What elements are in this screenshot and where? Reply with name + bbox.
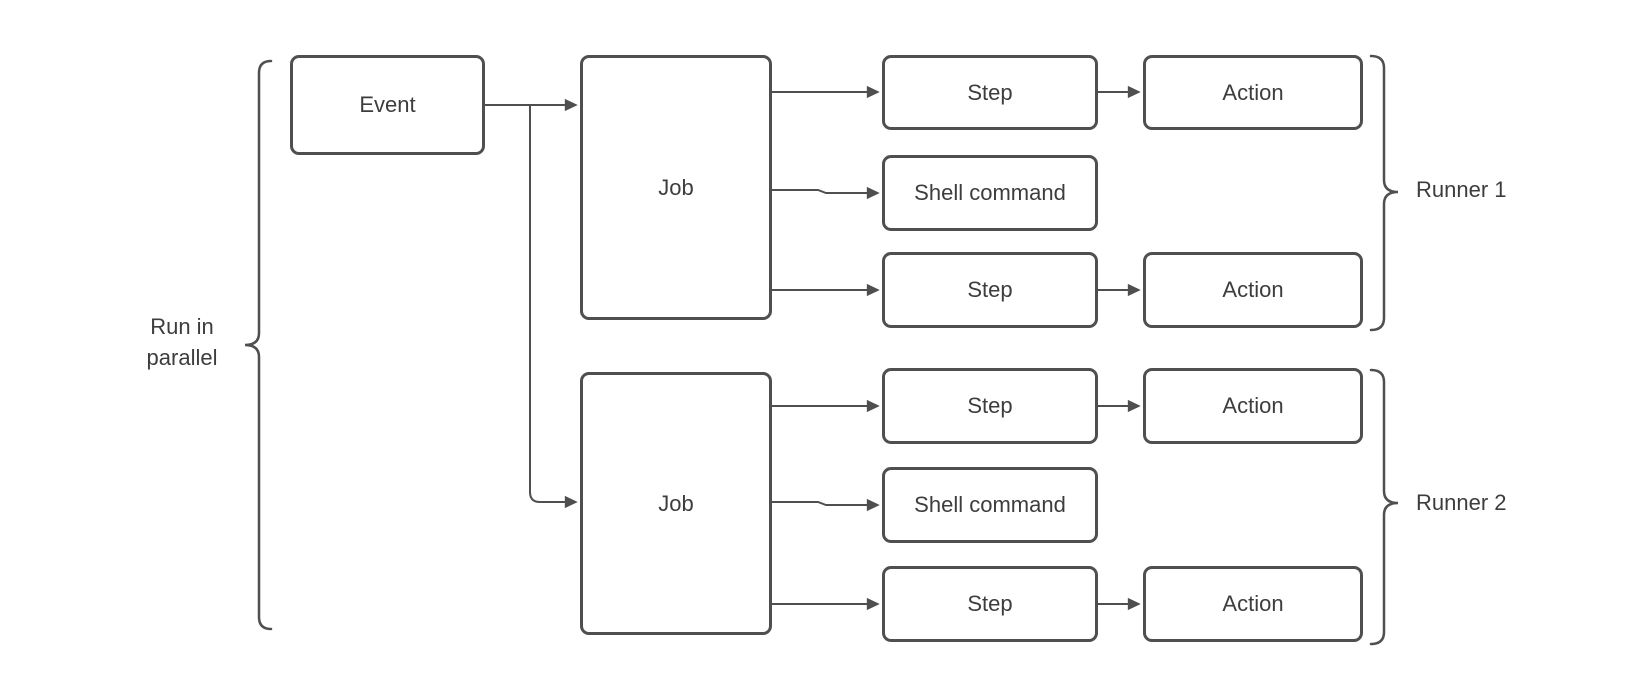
node-event: Event <box>290 55 485 155</box>
brace-run-in-parallel <box>244 59 273 631</box>
node-job-runner2-label: Job <box>658 490 694 516</box>
node-action-1-label: Action <box>1222 79 1284 105</box>
node-step-3: Step <box>882 368 1098 444</box>
node-action-1: Action <box>1143 55 1363 130</box>
arrow-job1-to-shell1 <box>772 190 868 193</box>
node-step-2-label: Step <box>967 277 1013 302</box>
node-job-runner1-label: Job <box>658 174 694 200</box>
node-action-2-label: Action <box>1222 277 1284 302</box>
runner1-label: Runner 1 <box>1416 177 1507 202</box>
node-shell-command-1-label: Shell command <box>914 180 1066 205</box>
node-action-4-label: Action <box>1222 591 1284 616</box>
node-shell-command-2: Shell command <box>882 467 1098 543</box>
node-job-runner1: Job <box>580 55 772 320</box>
node-action-3: Action <box>1143 368 1363 444</box>
arrow-job2-to-shell2 <box>772 502 868 505</box>
node-step-3-label: Step <box>967 393 1013 418</box>
node-action-2: Action <box>1143 252 1363 328</box>
node-step-2: Step <box>882 252 1098 328</box>
brace-runner2 <box>1369 368 1399 646</box>
node-step-1: Step <box>882 55 1098 130</box>
brace-runner1 <box>1369 54 1399 332</box>
node-job-runner2: Job <box>580 372 772 635</box>
node-event-label: Event <box>359 92 416 117</box>
node-shell-command-1: Shell command <box>882 155 1098 231</box>
node-step-1-label: Step <box>967 79 1013 105</box>
node-action-3-label: Action <box>1222 393 1284 418</box>
node-step-4: Step <box>882 566 1098 642</box>
node-action-4: Action <box>1143 566 1363 642</box>
run-in-parallel-line2: parallel <box>146 345 218 370</box>
run-in-parallel-label: Run in parallel <box>97 311 267 373</box>
run-in-parallel-line1: Run in <box>150 314 214 339</box>
node-shell-command-2-label: Shell command <box>914 492 1066 517</box>
node-step-4-label: Step <box>967 591 1013 616</box>
runner2-label: Runner 2 <box>1416 490 1507 515</box>
arrow-event-to-job2 <box>529 105 566 502</box>
